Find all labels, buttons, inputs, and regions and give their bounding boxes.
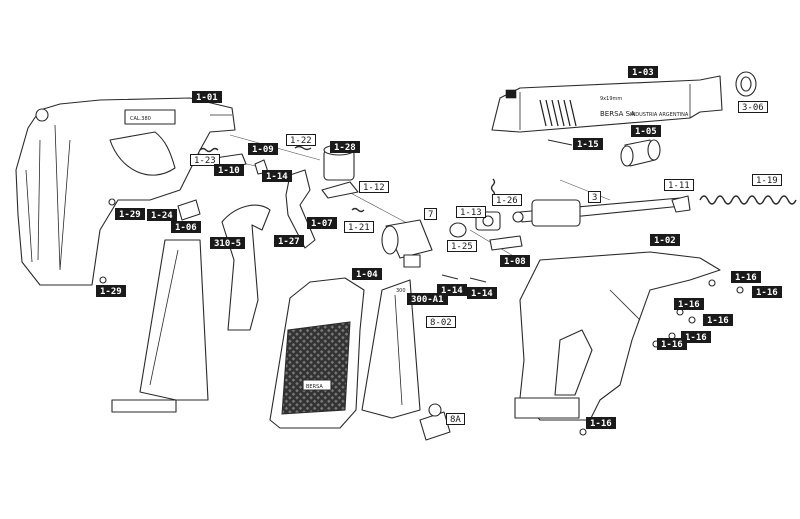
part-label-1-07: 1-07 — [307, 217, 337, 229]
part-label-1-27: 1-27 — [274, 235, 304, 247]
slide-part: BERSA SA INDUSTRIA ARGENTINA 9x19mm — [491, 75, 723, 133]
grip-logo: BERSA — [306, 384, 323, 390]
slide-engraving-small: INDUSTRIA ARGENTINA — [630, 112, 689, 118]
part-label-1-16-e: 1-16 — [681, 331, 711, 343]
pin-1-14-a — [441, 274, 459, 280]
part-label-1-25: 1-25 — [447, 240, 477, 252]
cylinder-7 — [381, 219, 433, 268]
part-label-1-28: 1-28 — [330, 141, 360, 153]
barrel-bushing-part — [735, 71, 757, 97]
magazine-2-part: 300 — [361, 279, 421, 419]
spring-1-23 — [199, 147, 219, 153]
part-label-1-26: 1-26 — [492, 194, 522, 206]
frame-engraving: CAL.380 — [130, 116, 151, 122]
part-label-1-11: 1-11 — [664, 179, 694, 191]
pin-1-29-bottom — [99, 276, 107, 284]
part-label-8-02: 8-02 — [426, 316, 456, 328]
recoil-bushing-part — [620, 139, 661, 167]
magazine-part — [111, 239, 209, 413]
part-label-1-16-d: 1-16 — [703, 314, 733, 326]
frame-right-part — [514, 251, 721, 421]
part-1-08 — [489, 235, 523, 251]
part-label-1-16-g: 1-16 — [586, 417, 616, 429]
part-label-1-16-a: 1-16 — [731, 271, 761, 283]
pin-1-14-b — [469, 277, 487, 283]
part-label-1-16-b: 1-16 — [752, 286, 782, 298]
part-label-7: 7 — [424, 208, 438, 220]
grip-panel-part: BERSA — [269, 277, 365, 429]
ejector-engraving: 300 — [396, 288, 406, 294]
part-label-1-08: 1-08 — [500, 255, 530, 267]
part-label-1-03: 1-03 — [628, 66, 658, 78]
part-label-3-06: 3-06 — [738, 101, 768, 113]
frame-part: CAL.380 — [15, 97, 236, 286]
part-label-1-24: 1-24 — [147, 209, 177, 221]
part-label-1-01: 1-01 — [192, 91, 222, 103]
part-label-1-15: 1-15 — [573, 138, 603, 150]
grip-insert-1-27 — [221, 204, 271, 331]
ring-1-25 — [449, 222, 467, 238]
part-label-1-10: 1-10 — [214, 164, 244, 176]
part-label-1-14-third: 1-14 — [467, 287, 497, 299]
part-label-1-29-second: 1-29 — [96, 285, 126, 297]
part-label-1-05: 1-05 — [631, 125, 661, 137]
part-label-8A: 8A — [446, 413, 465, 425]
part-label-1-09: 1-09 — [248, 143, 278, 155]
recoil-spring — [699, 195, 797, 205]
part-label-1-14: 1-14 — [262, 170, 292, 182]
block-1-13 — [475, 211, 501, 231]
base-8A — [419, 403, 451, 441]
part-label-1-04: 1-04 — [352, 268, 382, 280]
part-label-1-22: 1-22 — [286, 134, 316, 146]
part-label-1-19: 1-19 — [752, 174, 782, 186]
part-label-1-02: 1-02 — [650, 234, 680, 246]
pin-1-29-top — [108, 198, 116, 206]
lever-1-12 — [321, 181, 359, 199]
pin-1-15 — [547, 139, 573, 146]
slide-caliber: 9x19mm — [600, 96, 622, 102]
part-label-1-06: 1-06 — [171, 221, 201, 233]
guide-1-11 — [671, 195, 691, 213]
part-label-300-A1: 300-A1 — [407, 293, 448, 305]
part-label-310-5: 310-5 — [210, 237, 246, 249]
part-label-1-21: 1-21 — [344, 221, 374, 233]
part-label-1-23: 1-23 — [190, 154, 220, 166]
spring-1-22 — [294, 145, 312, 151]
part-label-1-16-f: 1-16 — [657, 338, 687, 350]
spring-1-21 — [351, 207, 365, 213]
part-label-1-29: 1-29 — [115, 208, 145, 220]
part-label-1-13: 1-13 — [456, 206, 486, 218]
part-label-1-12: 1-12 — [359, 181, 389, 193]
part-label-3: 3 — [588, 191, 602, 203]
part-label-1-16-c: 1-16 — [674, 298, 704, 310]
slide-engraving: BERSA SA — [600, 110, 635, 118]
